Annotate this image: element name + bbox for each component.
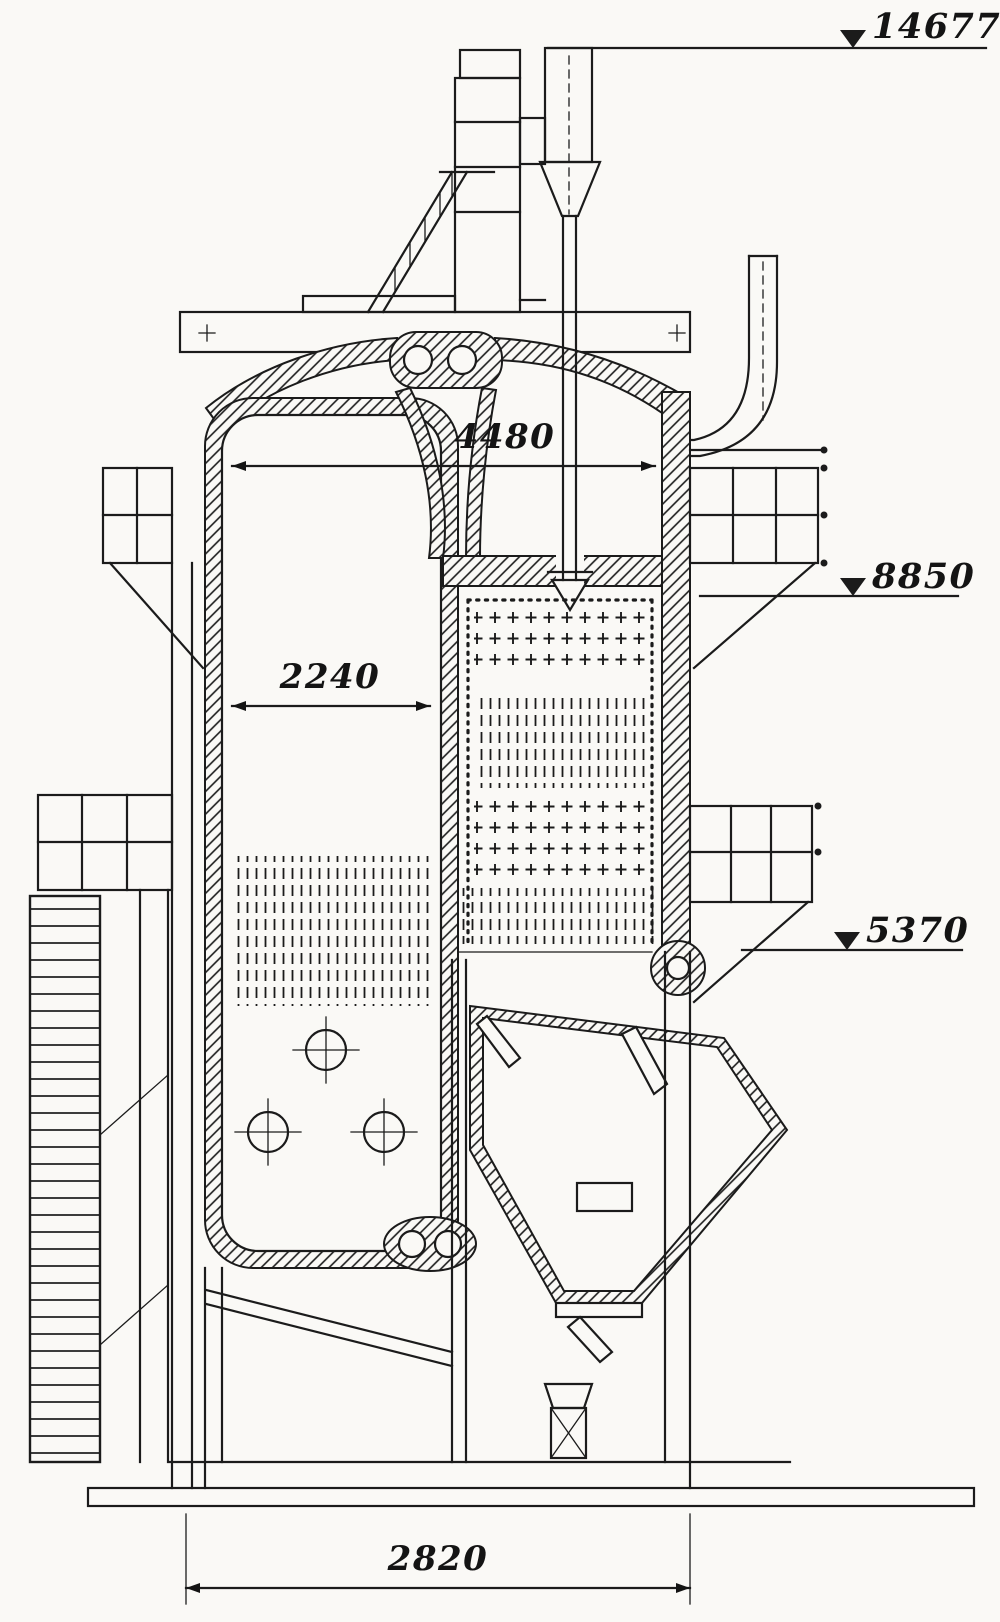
elevation-mark-lower-platform: 5370: [740, 910, 969, 952]
burner-port: [292, 1016, 360, 1084]
hopper-spout: [554, 1301, 644, 1319]
support-bracket-upper-left: [101, 466, 205, 670]
tube-bank-bottom: [462, 888, 658, 944]
dimension-label: 2820: [387, 1539, 489, 1579]
ash-hopper: [469, 1004, 789, 1460]
burner-port: [350, 1098, 418, 1166]
pipe-nozzle: [550, 578, 590, 613]
downcomer-pipe: [450, 958, 468, 1464]
furnace-tube-bank: [233, 856, 429, 1006]
partition-screen-right: [464, 386, 498, 559]
foundation: [86, 1460, 976, 1508]
deflector-plate: [475, 1014, 522, 1069]
deflector-plate: [620, 1025, 669, 1096]
elevation-mark-stack-top: 14677: [546, 6, 1000, 50]
flue-duct: [688, 254, 779, 458]
support-columns: [170, 561, 692, 1490]
elevation-label: 14677: [872, 6, 1000, 47]
elevation-triangle-icon: [840, 578, 866, 596]
support-bracket-lower-right: [688, 802, 822, 1004]
convection-chamber: [457, 598, 658, 953]
burner-port: [234, 1098, 302, 1166]
side-ladder: [28, 888, 170, 1464]
dimension-label: 4480: [455, 417, 556, 457]
hopper-access-hole: [575, 1181, 634, 1213]
steam-drum: [389, 331, 503, 389]
tube-bank-middle: [474, 696, 646, 788]
ash-seal-pot: [543, 1382, 594, 1460]
dimension-label: 2240: [279, 657, 381, 697]
tube-bank-upper: [474, 612, 646, 670]
right-outer-wall: [661, 391, 691, 953]
dimension-overall-width: 4480: [230, 417, 657, 471]
ash-chute: [566, 1315, 614, 1364]
partition-screen-left: [394, 386, 446, 559]
elevation-triangle-icon: [834, 932, 860, 950]
furnace-internals: [233, 856, 429, 1166]
elevation-mark-upper-platform: 8850: [698, 556, 975, 598]
tube-bank-lower: [474, 794, 646, 882]
exhaust-stack: [453, 46, 602, 314]
support-bracket-upper-right: [688, 446, 828, 670]
furnace-shell: [204, 336, 706, 1269]
access-stairs: [301, 170, 496, 314]
dimension-base-width: 2820: [184, 1513, 692, 1605]
elevation-label: 5370: [866, 910, 969, 951]
feed-pipe: [546, 214, 594, 613]
elevation-label: 8850: [871, 556, 975, 597]
dimension-furnace-width: 2240: [230, 657, 432, 711]
elevation-triangle-icon: [840, 30, 866, 48]
left-platform-grid: [36, 793, 174, 892]
